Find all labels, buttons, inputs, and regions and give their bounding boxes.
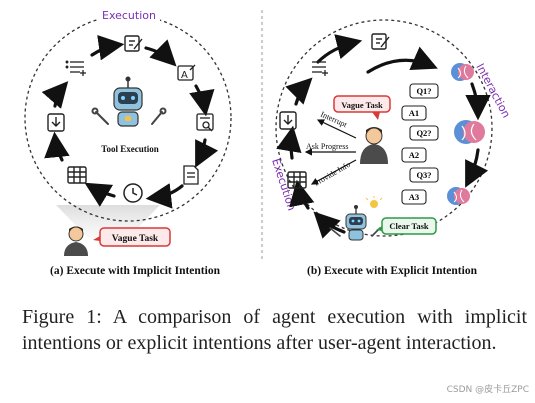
text-edit-icon: A	[177, 64, 196, 81]
download-icon-b	[279, 111, 297, 130]
a1-bubble	[401, 105, 427, 121]
vague-task-bubble-b	[333, 95, 391, 113]
table-icon	[67, 166, 87, 184]
q3-text: Q3?	[416, 170, 431, 180]
list-add-icon	[65, 60, 86, 76]
document-icon	[183, 165, 199, 185]
provide-info-label: Provide Info	[313, 160, 352, 188]
vague-task-text: Vague Task	[112, 234, 159, 244]
q1-text: Q1?	[416, 86, 431, 96]
search-doc-icon	[196, 113, 214, 132]
clear-task-text: Clear Task	[389, 221, 429, 231]
subcaption-a: (a) Execute with Implicit Intention	[50, 265, 221, 277]
ask-progress-label: Ask Progress	[306, 142, 348, 151]
user-icon-b	[360, 127, 388, 164]
execution-label: Execution	[102, 9, 156, 22]
interaction-arrows	[465, 82, 491, 188]
interaction-ring	[275, 19, 493, 237]
execution-ring	[24, 14, 232, 222]
download-icon	[47, 113, 65, 132]
brain-icon-1	[451, 63, 474, 81]
a3-bubble	[401, 189, 427, 205]
wrench-icon	[91, 107, 167, 125]
q1-bubble	[409, 83, 439, 99]
clock-icon	[123, 183, 143, 203]
a2-bubble	[401, 147, 427, 163]
table-icon-b	[287, 171, 307, 189]
edit-icon	[124, 35, 143, 52]
edit-icon-b	[371, 33, 390, 50]
subcaption-b: (b) Execute with Explicit Intention	[307, 265, 478, 277]
robot-icon	[113, 76, 143, 127]
vague-task-text-b: Vague Task	[341, 100, 383, 110]
list-add-icon-b	[312, 61, 328, 76]
a3-text: A3	[409, 192, 419, 202]
bulb-icon	[365, 196, 383, 208]
user-icon	[64, 226, 88, 256]
brain-icon-2	[454, 120, 485, 144]
panel-a: Execution A	[24, 8, 232, 277]
q2-bubble	[409, 125, 439, 141]
a1-text: A1	[409, 108, 419, 118]
cycle-arrows	[41, 35, 219, 209]
robot-icon-b	[345, 205, 367, 241]
watermark: CSDN @皮卡丘ZPC	[446, 385, 529, 395]
a2-text: A2	[409, 150, 419, 160]
qa-bubbles: Q1? A1 Q2? A2 Q3? A3	[401, 83, 439, 205]
svg-text:A: A	[181, 70, 188, 81]
tool-execution-label: Tool Execution	[101, 144, 158, 154]
figure-caption: Figure 1: A comparison of agent executio…	[22, 306, 527, 354]
panel-b: Execution Interaction	[269, 19, 513, 277]
brain-icon-3	[447, 187, 470, 205]
execution-arrows	[276, 34, 438, 239]
user-arrows	[304, 119, 357, 185]
q2-text: Q2?	[416, 128, 431, 138]
q3-bubble	[409, 167, 439, 183]
